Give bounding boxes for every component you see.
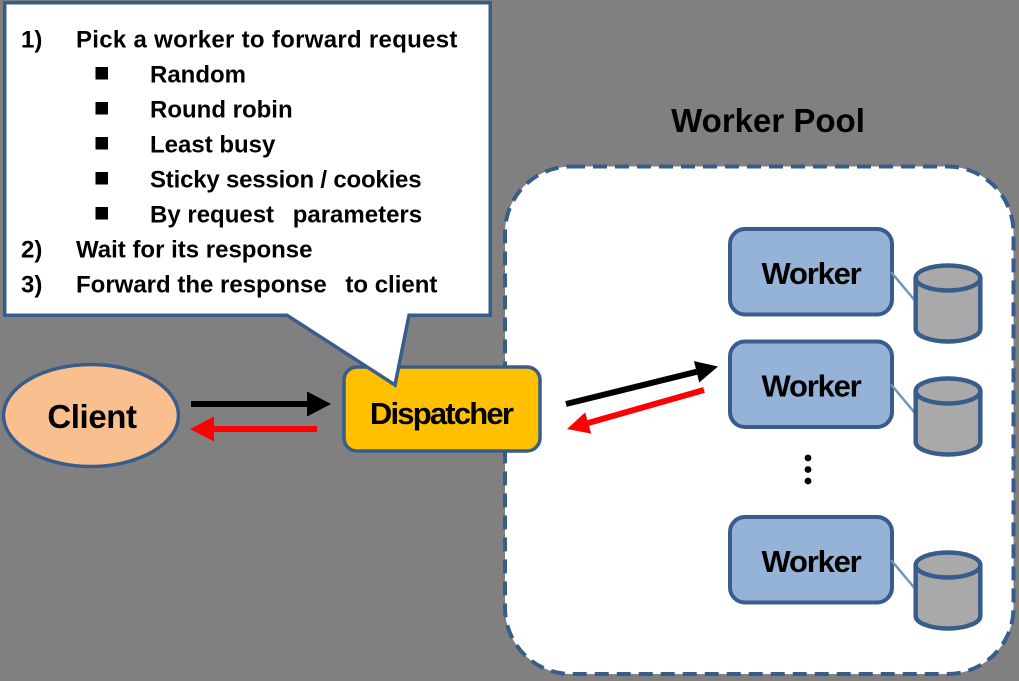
svg-text:By request parameters: By request parameters bbox=[150, 202, 422, 229]
svg-text:1): 1) bbox=[21, 27, 42, 54]
svg-text:2): 2) bbox=[21, 237, 42, 264]
svg-text:Sticky session / cookies: Sticky session / cookies bbox=[150, 167, 421, 194]
svg-text:Pick a worker to forward reque: Pick a worker to forward request bbox=[76, 27, 458, 54]
svg-text:Least busy: Least busy bbox=[150, 132, 276, 159]
svg-text:Client: Client bbox=[47, 398, 137, 435]
svg-text:Worker: Worker bbox=[761, 256, 861, 291]
svg-text:Round robin: Round robin bbox=[150, 97, 293, 124]
svg-text:3): 3) bbox=[21, 272, 42, 299]
svg-text:Forward the response to clien: Forward the response to client bbox=[76, 272, 437, 299]
svg-text:Random: Random bbox=[150, 62, 246, 89]
svg-text:Wait for its response: Wait for its response bbox=[76, 237, 312, 264]
svg-text:Worker: Worker bbox=[761, 544, 861, 579]
svg-text:Dispatcher: Dispatcher bbox=[370, 396, 514, 431]
svg-text:Worker: Worker bbox=[761, 369, 861, 404]
svg-text:Worker Pool: Worker Pool bbox=[671, 102, 865, 139]
